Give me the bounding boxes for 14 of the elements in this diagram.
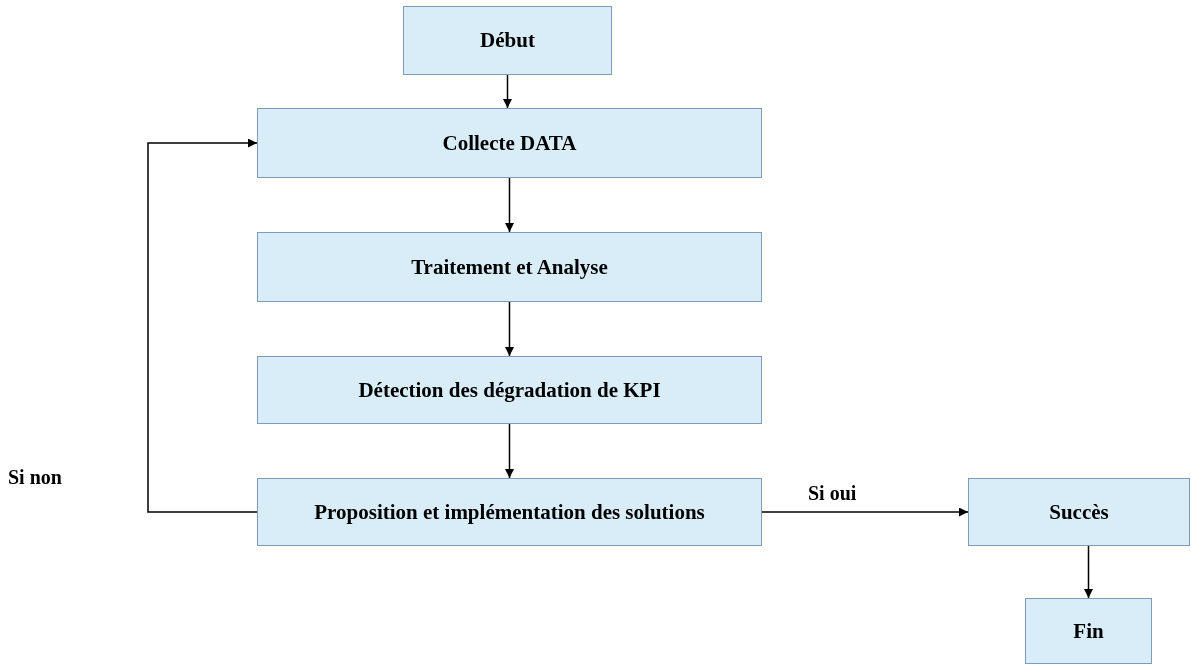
arrow [505,301,514,357]
process-box: Proposition et implémentation des solutions [257,478,762,546]
process-box: Fin [1025,598,1152,664]
arrow [147,138,258,513]
process-box: Détection des dégradation de KPI [257,356,762,424]
process-box: Traitement et Analyse [257,232,762,302]
process-box: Succès [968,478,1190,546]
arrow [505,177,514,233]
arrow [503,74,512,109]
arrow [1084,545,1093,599]
arrow [761,507,969,517]
arrow [505,423,514,479]
process-box: Début [403,6,612,75]
process-box: Collecte DATA [257,108,762,178]
